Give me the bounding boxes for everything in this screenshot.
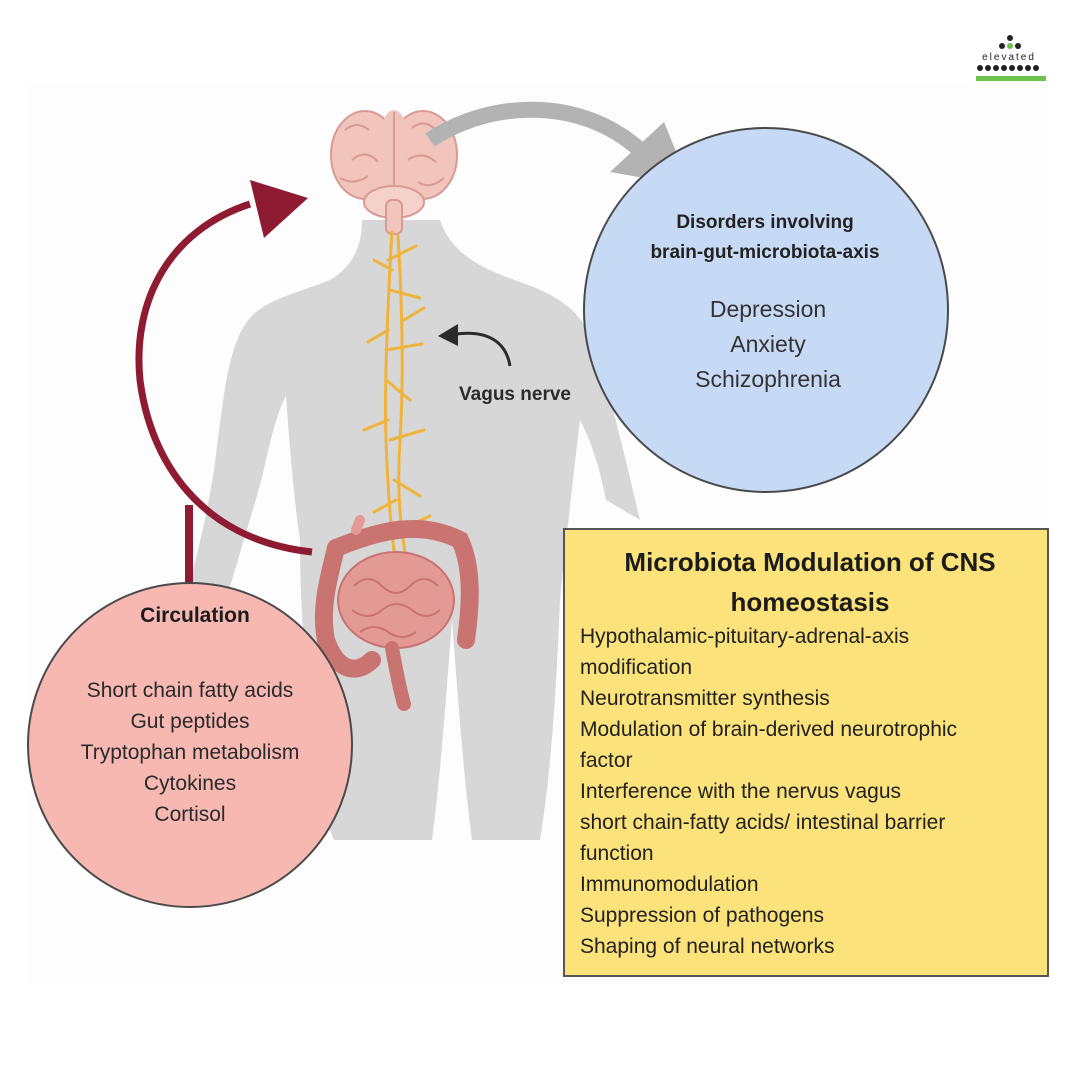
microbiota-list: Hypothalamic-pituitary-adrenal-axis modi…: [580, 621, 1040, 962]
disorders-title-line: brain-gut-microbiota-axis: [650, 242, 880, 263]
microbiota-line: Interference with the nervus vagus: [580, 780, 902, 803]
microbiota-line: function: [580, 842, 654, 865]
brain-illustration: [330, 110, 458, 235]
circulation-circle: [27, 582, 353, 908]
logo-wordmark: elevated: [982, 52, 1036, 63]
circulation-list: Short chain fatty acids Gut peptides Try…: [50, 675, 330, 830]
microbiota-line: Hypothalamic-pituitary-adrenal-axis: [580, 625, 910, 648]
logo-mark: [976, 35, 1046, 81]
microbiota-line: Modulation of brain-derived neurotrophic: [580, 718, 958, 741]
microbiota-line: Immunomodulation: [580, 873, 759, 896]
disorder-item: Schizophrenia: [695, 366, 841, 392]
disorder-item: Depression: [709, 296, 827, 322]
microbiota-title: Microbiota Modulation of CNS homeostasis: [585, 542, 1035, 622]
circulation-item: Cytokines: [143, 772, 237, 795]
microbiota-line: short chain-fatty acids/ intestinal barr…: [580, 811, 946, 834]
disorders-title: Disorders involving brain-gut-microbiota…: [600, 208, 930, 268]
disorder-item: Anxiety: [730, 331, 806, 357]
microbiota-line: Shaping of neural networks: [580, 935, 835, 958]
intestine-illustration: [314, 515, 479, 711]
microbiota-line: Neurotransmitter synthesis: [580, 687, 830, 710]
disorders-circle: [583, 127, 949, 493]
circulation-item: Short chain fatty acids: [86, 679, 294, 702]
circulation-title: Circulation: [140, 604, 250, 627]
microbiota-line: Suppression of pathogens: [580, 904, 825, 927]
circulation-arrow: [135, 180, 313, 605]
brand-logo: elevated: [972, 32, 1052, 84]
vagus-pointer-arrow: [438, 324, 512, 367]
circulation-item: Gut peptides: [130, 710, 250, 733]
microbiota-line: modification: [580, 656, 693, 679]
vagus-nerve-label: Vagus nerve: [459, 384, 571, 405]
microbiota-line: factor: [580, 749, 633, 772]
microbiota-box: Microbiota Modulation of CNS homeostasis…: [563, 528, 1049, 977]
circulation-item: Tryptophan metabolism: [80, 741, 300, 764]
microbiota-title-line: Microbiota Modulation of CNS: [624, 547, 996, 577]
microbiota-title-line: homeostasis: [730, 587, 890, 617]
disorders-title-line: Disorders involving: [676, 212, 854, 233]
circulation-item: Cortisol: [154, 803, 226, 826]
disorders-list: Depression Anxiety Schizophrenia: [600, 292, 936, 397]
